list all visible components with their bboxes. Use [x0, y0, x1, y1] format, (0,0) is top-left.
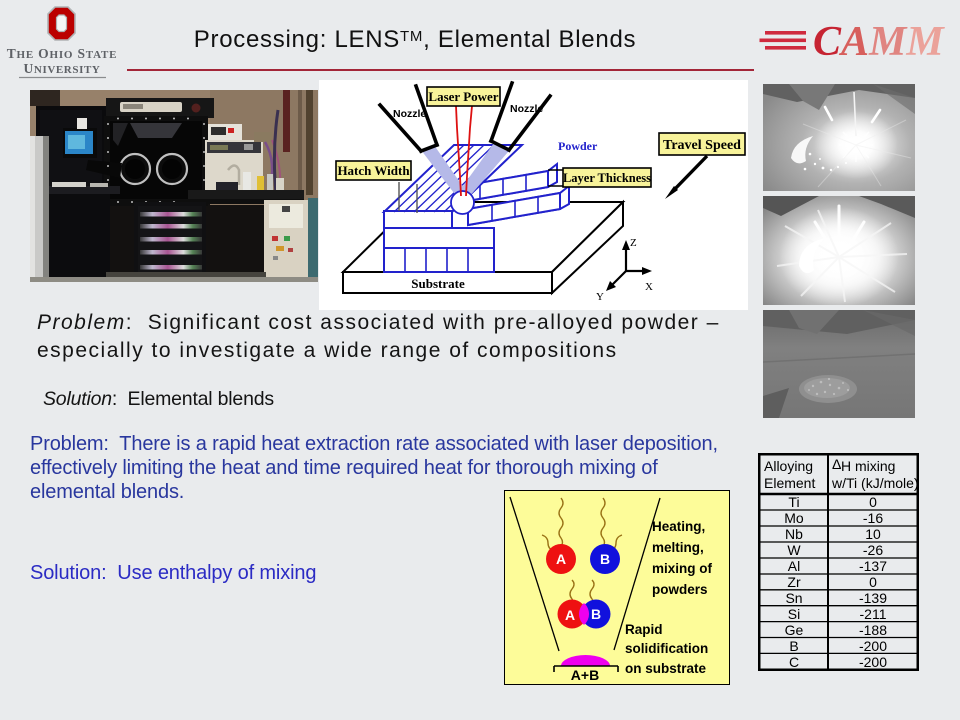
svg-text:-16: -16: [863, 510, 883, 526]
svg-text:Zr: Zr: [787, 574, 801, 590]
svg-text:THE OHIO STATE: THE OHIO STATE: [7, 46, 118, 61]
svg-text:Al: Al: [788, 558, 800, 574]
svg-text:Element: Element: [764, 475, 815, 491]
svg-text:Rapid: Rapid: [625, 622, 663, 637]
svg-text:Ti: Ti: [788, 494, 799, 510]
svg-text:A+B: A+B: [571, 667, 599, 683]
svg-text:powders: powders: [652, 582, 708, 597]
svg-text:CAMM: CAMM: [813, 19, 945, 63]
svg-text:mixing of: mixing of: [652, 561, 713, 576]
svg-text:A: A: [565, 607, 575, 623]
svg-text:Hatch Width: Hatch Width: [337, 163, 410, 178]
svg-text:Layer Thickness: Layer Thickness: [563, 171, 651, 185]
svg-text:A: A: [556, 551, 566, 567]
svg-text:-200: -200: [859, 654, 887, 670]
svg-text:B: B: [600, 551, 610, 567]
svg-text:-26: -26: [863, 542, 883, 558]
svg-text:Heating,: Heating,: [652, 519, 705, 534]
svg-text:Ge: Ge: [785, 622, 804, 638]
svg-text:Y: Y: [596, 291, 604, 303]
svg-text:0: 0: [869, 494, 877, 510]
svg-text:Laser Power: Laser Power: [428, 89, 498, 104]
svg-text:X: X: [645, 281, 653, 293]
svg-text:-211: -211: [860, 606, 887, 622]
svg-text:-188: -188: [859, 622, 887, 638]
svg-text:Sn: Sn: [785, 590, 802, 606]
svg-text:Nb: Nb: [785, 526, 803, 542]
svg-text:Substrate: Substrate: [411, 276, 465, 291]
svg-text:10: 10: [865, 526, 881, 542]
svg-text:Travel Speed: Travel Speed: [663, 138, 741, 153]
svg-text:Δ: Δ: [832, 456, 841, 472]
svg-text:Mo: Mo: [784, 510, 804, 526]
svg-text:UNIVERSITY: UNIVERSITY: [24, 61, 101, 76]
svg-text:Nozzle: Nozzle: [510, 103, 543, 115]
svg-text:Z: Z: [630, 237, 637, 249]
svg-text:w/Ti (kJ/mole): w/Ti (kJ/mole): [831, 475, 919, 491]
svg-text:Si: Si: [788, 606, 800, 622]
svg-text:on substrate: on substrate: [625, 661, 707, 676]
svg-text:Nozzle: Nozzle: [393, 108, 426, 120]
svg-text:0: 0: [869, 574, 877, 590]
svg-text:B: B: [591, 606, 601, 622]
svg-text:B: B: [789, 638, 798, 654]
svg-text:-137: -137: [859, 558, 887, 574]
svg-text:melting,: melting,: [652, 540, 704, 555]
svg-text:solidification: solidification: [625, 641, 708, 656]
svg-text:Alloying: Alloying: [764, 458, 813, 474]
svg-text:Powder: Powder: [558, 139, 598, 153]
svg-text:W: W: [787, 542, 801, 558]
svg-text:-200: -200: [859, 638, 887, 654]
svg-text:C: C: [789, 654, 799, 670]
svg-text:-139: -139: [859, 590, 887, 606]
svg-text:H mixing: H mixing: [841, 458, 895, 474]
